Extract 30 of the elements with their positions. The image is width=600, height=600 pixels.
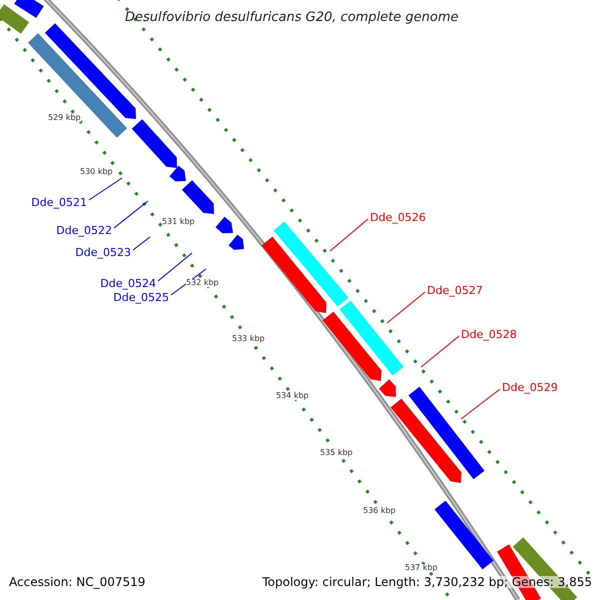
genome-info-text: Topology: circular; Length: 3,730,232 bp; Genes: 3,855: [262, 576, 592, 588]
gene-label: Dde_0529: [502, 382, 558, 393]
gene-label: Dde_0528: [461, 329, 517, 340]
gene-label: Dde_0524: [100, 278, 156, 289]
gene-label: Dde_0523: [75, 247, 131, 258]
scale-label: 530 kbp: [80, 168, 113, 176]
leader-line: [88, 178, 122, 200]
scale-label: 536 kbp: [363, 507, 396, 515]
leader-line: [158, 252, 192, 282]
leader-line: [132, 236, 150, 250]
gene-label: Dde_0527: [427, 285, 483, 296]
scale-label: 537 kbp: [405, 564, 438, 572]
scale-label: 535 kbp: [320, 449, 353, 457]
leader-line: [330, 218, 368, 252]
gene-label: Dde_0522: [56, 225, 112, 236]
leader-line: [460, 388, 500, 420]
accession-text: Accession: NC_007519: [9, 576, 146, 588]
leader-line: [114, 200, 148, 228]
gene-label: Dde_0526: [370, 212, 426, 223]
scale-label: 532 kbp: [186, 279, 219, 287]
leader-line: [420, 336, 460, 368]
gene-label: Dde_0525: [113, 292, 169, 303]
title: Desulfovibrio desulfuricans G20, complete genome: [125, 11, 459, 24]
scale-label: 531 kbp: [162, 218, 195, 226]
scale-label: 529 kbp: [48, 114, 81, 122]
leader-line: [170, 268, 206, 296]
gene-label: Dde_0521: [31, 197, 87, 208]
scale-label: 534 kbp: [276, 392, 309, 400]
leader-line: [386, 292, 426, 324]
scale-label: 533 kbp: [232, 335, 265, 343]
